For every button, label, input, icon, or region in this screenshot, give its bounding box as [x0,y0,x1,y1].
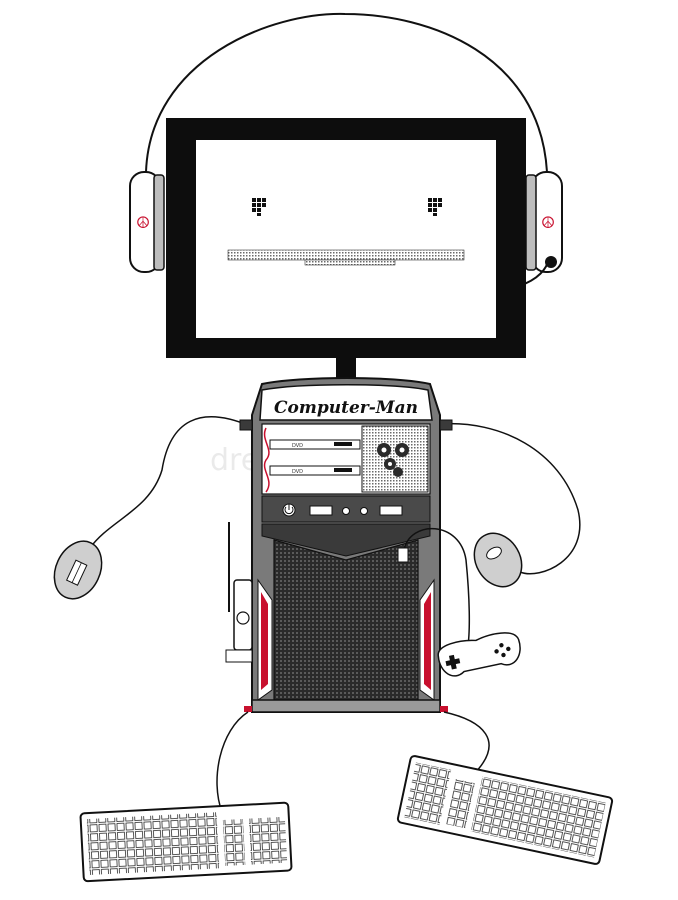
dvd-label-1: DVD [292,443,303,449]
left-keyboard [79,801,293,883]
right-keyboard [396,755,614,865]
gamepad-cable [403,528,471,647]
case-title: Computer-Man [274,398,418,418]
power-button-icon [282,503,296,517]
gamepad [437,632,521,677]
monitor-screen [196,140,496,338]
dvd-label-2: DVD [292,469,303,475]
peace-icon: ☮ [541,213,555,232]
left-mouse-cable [89,416,251,549]
audio-jack [360,507,368,515]
usb-plug [397,547,409,563]
peace-icon: ☮ [136,213,150,232]
right-earcup: ☮ [525,171,563,273]
pixel-mouth [227,249,465,266]
usb-port [379,505,403,516]
wifi-adapter [225,522,253,663]
pc-tower: Computer-Man DVD DVD [239,377,453,713]
left-pixel-eye [252,198,266,216]
monitor [166,118,526,358]
audio-jack [342,507,350,515]
right-pixel-eye [428,198,442,216]
left-earcup: ☮ [129,171,165,273]
right-keyboard-cable [443,711,490,779]
heart-gears-icon [377,443,409,477]
headphones-band [145,12,548,173]
left-keyboard-cable [216,711,249,813]
right-mouse [473,532,523,588]
right-mouse-cable [439,422,581,575]
usb-port [309,505,333,516]
left-mouse [53,540,103,600]
